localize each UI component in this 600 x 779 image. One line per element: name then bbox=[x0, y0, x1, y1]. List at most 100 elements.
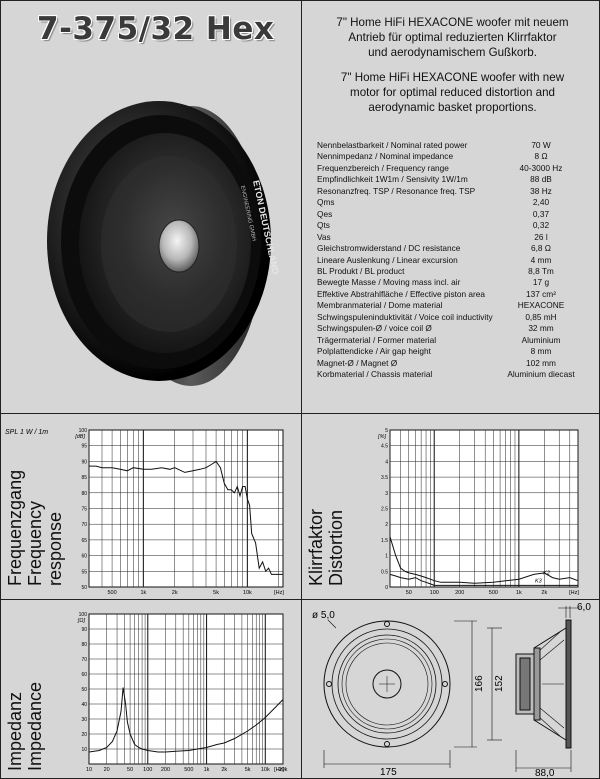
series-line bbox=[88, 687, 284, 753]
x-tick-label: 1k bbox=[140, 590, 146, 596]
spec-label: Nennimpedanz / Nominal impedance bbox=[317, 151, 454, 162]
x-tick-label: 10 bbox=[86, 767, 92, 773]
spec-value: Aluminium diecast bbox=[507, 369, 575, 380]
x-tick-label: 2k bbox=[541, 590, 547, 596]
y-tick-label: 70 bbox=[81, 657, 87, 663]
y-tick-label: 100 bbox=[79, 428, 88, 434]
description-de-line: und aerodynamischem Gußkorb. bbox=[368, 46, 537, 59]
y-tick-label: 3.5 bbox=[381, 475, 388, 481]
y-axis-label: [dB] bbox=[74, 434, 85, 440]
y-tick-label: 3 bbox=[385, 491, 388, 497]
x-tick-label: 50 bbox=[127, 767, 133, 773]
series-line bbox=[89, 460, 283, 575]
y-tick-label: 4 bbox=[385, 459, 388, 465]
x-tick-label: 200 bbox=[161, 767, 170, 773]
description-english: 7" Home HiFi HEXACONE woofer with new mo… bbox=[306, 70, 599, 115]
spec-label: Effektive Abstrahlfläche / Effective pis… bbox=[317, 288, 486, 299]
dim-flange-label: 6,0 bbox=[577, 602, 591, 613]
spec-value: 8 mm bbox=[530, 346, 552, 357]
spec-label: Lineare Auslenkung / Linear excursion bbox=[317, 254, 458, 265]
chart-title: SPL 1 W / 1m bbox=[5, 429, 48, 436]
spec-value: 0,37 bbox=[532, 208, 550, 219]
y-tick-label: 80 bbox=[81, 491, 87, 497]
y-tick-label: 5 bbox=[385, 428, 388, 434]
y-tick-label: 0.5 bbox=[381, 569, 388, 575]
spec-row: Lineare Auslenkung / Linear excursion 4 m… bbox=[317, 255, 587, 266]
y-tick-label: 1 bbox=[385, 554, 388, 560]
y-tick-label: 4.5 bbox=[381, 444, 388, 450]
spec-label: Korbmaterial / Chassis material bbox=[317, 369, 433, 380]
spec-value: 4 mm bbox=[530, 254, 552, 265]
x-tick-label: 200 bbox=[455, 590, 464, 596]
y-tick-label: 2.5 bbox=[381, 507, 388, 513]
y-tick-label: 90 bbox=[81, 627, 87, 633]
y-tick-label: 0 bbox=[385, 585, 388, 591]
y-axis-label: [Ω] bbox=[77, 618, 86, 624]
y-tick-label: 10 bbox=[81, 747, 87, 753]
series-label: K3 bbox=[535, 578, 543, 584]
x-tick-label: [Hz] bbox=[274, 767, 284, 773]
y-tick-label: 95 bbox=[81, 444, 87, 450]
x-tick-label: 100 bbox=[430, 590, 439, 596]
description-en-line: 7" Home HiFi HEXACONE woofer with new bbox=[340, 71, 565, 84]
spec-label: Empfindlichkeit 1W1m / Sensivity 1W/1m bbox=[317, 174, 468, 185]
y-tick-label: 40 bbox=[81, 702, 87, 708]
spec-row: Qes 0,37 bbox=[317, 209, 587, 220]
x-tick-label: [Hz] bbox=[569, 590, 579, 596]
divider-top-vertical bbox=[301, 1, 302, 413]
spec-label: Schwingspuleninduktivität / Voice coil i… bbox=[317, 311, 493, 322]
dim-inner-label: 166 bbox=[474, 675, 485, 692]
spec-label: Frequenzbereich / Frequency range bbox=[317, 162, 449, 173]
y-tick-label: 100 bbox=[79, 612, 88, 618]
x-tick-label: 1k bbox=[204, 767, 210, 773]
x-tick-label: 500 bbox=[489, 590, 498, 596]
y-tick-label: 60 bbox=[81, 672, 87, 678]
dim-outer-label: 152 bbox=[494, 675, 505, 692]
divider-bottom-vertical bbox=[301, 599, 302, 779]
y-tick-label: 90 bbox=[81, 459, 87, 465]
spec-label: Membranmaterial / Dome material bbox=[317, 300, 443, 311]
series-label: K2 bbox=[543, 571, 550, 577]
spec-label: Resonanzfreq. TSP / Resonance freq. TSP bbox=[317, 185, 476, 196]
spec-value: Aluminium bbox=[521, 334, 561, 345]
spec-value: 6,8 Ω bbox=[530, 243, 552, 254]
spec-label: Qes bbox=[317, 208, 333, 219]
spec-label: Nennbelastbarkeit / Nominal rated power bbox=[317, 140, 468, 150]
spec-value: 0,32 bbox=[532, 220, 550, 231]
spec-value: 40-3000 Hz bbox=[519, 162, 563, 173]
x-tick-label: 5k bbox=[213, 590, 219, 596]
dimension-drawing: ø 5,0 6,0 175 166 152 88,0 bbox=[312, 602, 591, 778]
spec-value: 137 cm² bbox=[526, 288, 556, 299]
speaker-illustration: ETON DEUTSCHLAND ENGINEERING GMBH bbox=[47, 101, 281, 386]
y-tick-label: 70 bbox=[81, 522, 87, 528]
spec-value: 2,40 bbox=[532, 197, 550, 208]
x-tick-label: 10k bbox=[261, 767, 270, 773]
dim-width-label: 175 bbox=[380, 767, 397, 778]
spec-value: 32 mm bbox=[528, 323, 554, 334]
dim-hole-label: ø 5,0 bbox=[312, 610, 335, 621]
y-tick-label: 1.5 bbox=[381, 538, 388, 544]
x-tick-label: 5k bbox=[245, 767, 251, 773]
x-tick-label: 2k bbox=[172, 590, 178, 596]
x-tick-label: 500 bbox=[184, 767, 193, 773]
spec-label: Magnet-Ø / Magnet Ø bbox=[317, 357, 398, 368]
dim-depth-label: 88,0 bbox=[535, 768, 555, 778]
mount-hole bbox=[326, 681, 332, 687]
y-axis-label: [%] bbox=[377, 434, 386, 440]
description-german: 7" Home HiFi HEXACONE woofer mit neuem A… bbox=[306, 15, 599, 60]
description-en-line: motor for optimal reduced distortion and bbox=[350, 86, 555, 99]
y-tick-label: 2 bbox=[385, 522, 388, 528]
